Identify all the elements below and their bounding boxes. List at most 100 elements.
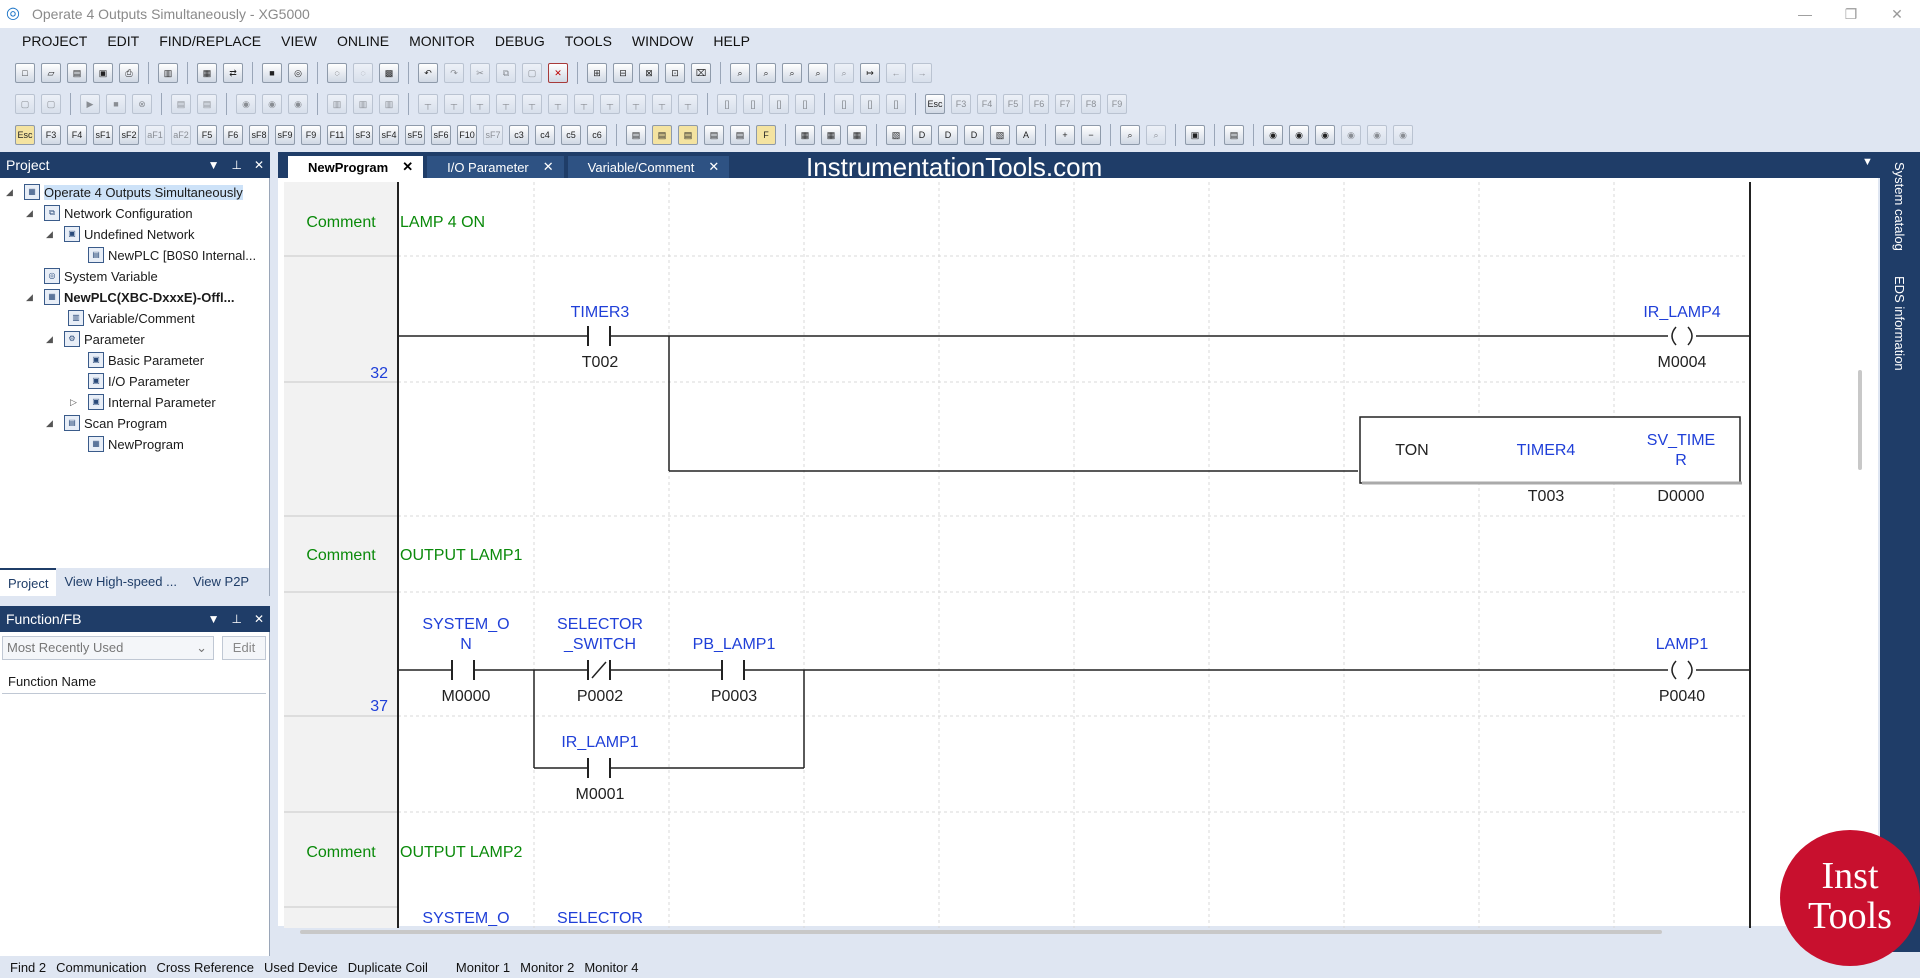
tree-item-basic-parameter[interactable]: ▣Basic Parameter bbox=[72, 350, 204, 370]
f5-icon[interactable]: F5 bbox=[1003, 94, 1023, 114]
menu-debug[interactable]: DEBUG bbox=[494, 33, 545, 49]
coil-icon[interactable]: F9 bbox=[301, 125, 321, 145]
menu-project[interactable]: PROJECT bbox=[22, 33, 88, 49]
vertical-line-icon[interactable]: F6 bbox=[223, 125, 243, 145]
menu-window[interactable]: WINDOW bbox=[631, 33, 694, 49]
comment-text-output-lamp2[interactable]: OUTPUT LAMP2 bbox=[400, 844, 523, 861]
new-file-icon[interactable]: □ bbox=[15, 63, 35, 83]
tab-duplicate-coil[interactable]: Duplicate Coil bbox=[347, 959, 428, 975]
c6-icon[interactable]: c6 bbox=[587, 125, 607, 145]
find-device-icon[interactable]: ⌕ bbox=[782, 63, 802, 83]
tree-item-internal-parameter[interactable]: ▷▣Internal Parameter bbox=[70, 394, 216, 410]
window-1-icon[interactable]: ▦ bbox=[795, 125, 815, 145]
window-3-icon[interactable]: ▦ bbox=[847, 125, 867, 145]
p-coil-icon[interactable]: sF5 bbox=[405, 125, 425, 145]
network-icon[interactable]: ▦ bbox=[197, 63, 217, 83]
horizontal-line-icon[interactable]: F5 bbox=[197, 125, 217, 145]
write-icon[interactable]: ▤ bbox=[197, 94, 217, 114]
close-icon[interactable]: ✕ bbox=[542, 159, 554, 174]
doc-2-icon[interactable]: D bbox=[912, 125, 932, 145]
maximize-button[interactable]: ❐ bbox=[1844, 6, 1858, 22]
tree-item-newplc-internal[interactable]: ▤NewPLC [B0S0 Internal... bbox=[72, 245, 256, 265]
vertical-scrollbar[interactable] bbox=[1858, 370, 1862, 470]
ladder-edit-2-icon[interactable]: ┬ bbox=[444, 94, 464, 114]
device-icon[interactable]: ▥ bbox=[327, 94, 347, 114]
minimize-button[interactable]: — bbox=[1798, 6, 1812, 22]
tab-cross-reference[interactable]: Cross Reference bbox=[156, 959, 255, 975]
stop-icon[interactable]: ■ bbox=[106, 94, 126, 114]
close-button[interactable]: ✕ bbox=[1891, 6, 1903, 22]
paste-icon[interactable]: ▢ bbox=[522, 63, 542, 83]
zoom-in-icon[interactable]: + bbox=[1055, 125, 1075, 145]
tab-monitor-4[interactable]: Monitor 4 bbox=[584, 959, 639, 975]
dropdown-icon[interactable]: ▼ bbox=[207, 612, 220, 626]
function-edit-button[interactable]: Edit bbox=[222, 636, 266, 660]
reset-coil-icon[interactable]: sF4 bbox=[379, 125, 399, 145]
menu-online[interactable]: ONLINE bbox=[336, 33, 390, 49]
dropdown-icon[interactable]: ▼ bbox=[207, 158, 220, 172]
back-arrow-icon[interactable]: ← bbox=[886, 63, 906, 83]
tab-project[interactable]: Project bbox=[0, 568, 57, 596]
monitor-icon[interactable]: ◉ bbox=[236, 94, 256, 114]
c4-icon[interactable]: c4 bbox=[535, 125, 555, 145]
open-project-icon[interactable]: ▤ bbox=[67, 63, 87, 83]
tab-monitor-1[interactable]: Monitor 1 bbox=[455, 959, 511, 975]
copy-icon[interactable]: ⧉ bbox=[496, 63, 516, 83]
n-coil-icon[interactable]: sF6 bbox=[431, 125, 451, 145]
n-coil-contact-icon[interactable]: aF2 bbox=[171, 125, 191, 145]
insert-col-icon[interactable]: ⊟ bbox=[613, 63, 633, 83]
tab-io-parameter[interactable]: I/O Parameter✕ bbox=[427, 156, 564, 178]
esc-mode-icon[interactable]: Esc bbox=[925, 94, 945, 114]
connect-icon[interactable]: ⇄ bbox=[223, 63, 243, 83]
pin-icon[interactable]: ⊥ bbox=[231, 158, 242, 172]
window-2-icon[interactable]: ▦ bbox=[821, 125, 841, 145]
online-2-icon[interactable]: ◉ bbox=[1289, 125, 1309, 145]
f3-icon[interactable]: F3 bbox=[951, 94, 971, 114]
forward-arrow-icon[interactable]: → bbox=[912, 63, 932, 83]
target-icon[interactable]: ◎ bbox=[288, 63, 308, 83]
c5-icon[interactable]: c5 bbox=[561, 125, 581, 145]
tree-item-parameter[interactable]: ◢⚙Parameter bbox=[46, 331, 145, 347]
ladder-edit-6-icon[interactable]: ┬ bbox=[548, 94, 568, 114]
goto-step-icon[interactable]: ↦ bbox=[860, 63, 880, 83]
p-contact-icon[interactable]: sF1 bbox=[93, 125, 113, 145]
bracket-5-icon[interactable]: [] bbox=[834, 94, 854, 114]
f4-icon[interactable]: F4 bbox=[977, 94, 997, 114]
set-coil-icon[interactable]: sF3 bbox=[353, 125, 373, 145]
ladder-edit-8-icon[interactable]: ┬ bbox=[600, 94, 620, 114]
plc-icon[interactable]: ■ bbox=[262, 63, 282, 83]
tree-item-scan-program[interactable]: ◢▤Scan Program bbox=[46, 415, 168, 431]
select-mode-icon[interactable]: Esc bbox=[15, 125, 35, 145]
side-tab-eds-information[interactable]: EDS information bbox=[1892, 276, 1907, 371]
bracket-6-icon[interactable]: [] bbox=[860, 94, 880, 114]
tab-find-2[interactable]: Find 2 bbox=[10, 959, 47, 975]
tree-item-network-configuration[interactable]: ◢⧉Network Configuration bbox=[26, 205, 193, 221]
trend-icon[interactable]: ▥ bbox=[353, 94, 373, 114]
close-icon[interactable]: ✕ bbox=[402, 159, 414, 174]
save-icon[interactable]: ▣ bbox=[93, 63, 113, 83]
monitor-stop-icon[interactable]: ◉ bbox=[262, 94, 282, 114]
delete-cell-icon[interactable]: ⌧ bbox=[691, 63, 711, 83]
menu-find-replace[interactable]: FIND/REPLACE bbox=[159, 33, 262, 49]
ladder-editor[interactable] bbox=[278, 178, 1878, 926]
menu-tools[interactable]: TOOLS bbox=[564, 33, 612, 49]
online-6-icon[interactable]: ◉ bbox=[1393, 125, 1413, 145]
inverse-coil-icon[interactable]: F11 bbox=[327, 125, 347, 145]
online-4-icon[interactable]: ◉ bbox=[1341, 125, 1361, 145]
comment-off-icon[interactable]: ◌ bbox=[353, 63, 373, 83]
message-icon[interactable]: ▤ bbox=[1224, 125, 1244, 145]
tab-variable-comment[interactable]: Variable/Comment✕ bbox=[567, 156, 730, 178]
doc-6-icon[interactable]: A bbox=[1016, 125, 1036, 145]
tab-view-high-speed[interactable]: View High-speed ... bbox=[64, 574, 177, 589]
close-icon[interactable]: ✕ bbox=[253, 158, 264, 172]
menu-help[interactable]: HELP bbox=[713, 33, 750, 49]
menu-view[interactable]: VIEW bbox=[281, 33, 317, 49]
ladder-edit-5-icon[interactable]: ┬ bbox=[522, 94, 542, 114]
menu-edit[interactable]: EDIT bbox=[107, 33, 140, 49]
connect-plc-icon[interactable]: ▢ bbox=[15, 94, 35, 114]
online-5-icon[interactable]: ◉ bbox=[1367, 125, 1387, 145]
no-contact-icon[interactable]: F3 bbox=[41, 125, 61, 145]
print-icon[interactable]: ⎙ bbox=[119, 63, 139, 83]
function-category-select[interactable]: Most Recently Used ⌄ bbox=[2, 636, 214, 660]
function-block-icon[interactable]: sF7 bbox=[483, 125, 503, 145]
